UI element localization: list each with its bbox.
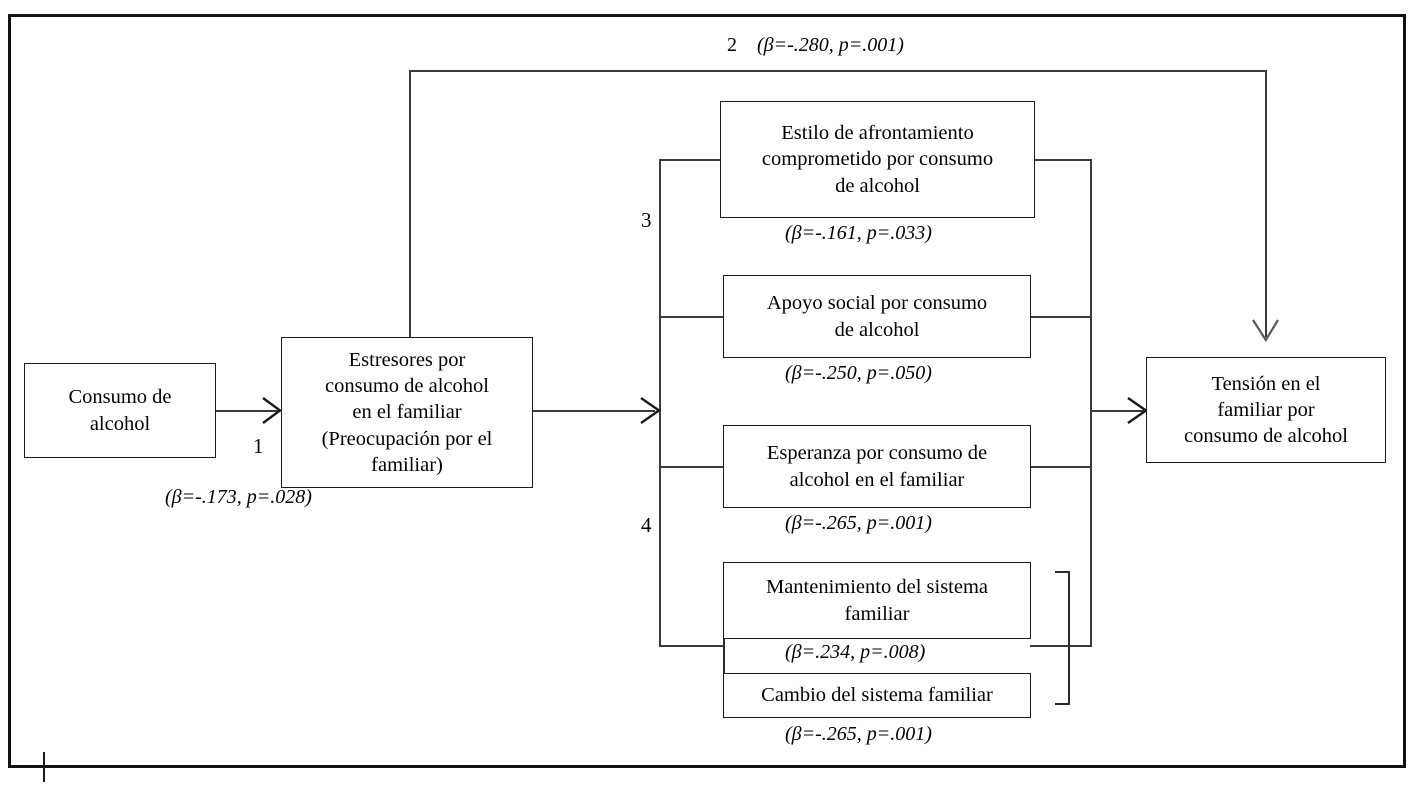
- node-estresores[interactable]: Estresores por consumo de alcohol en el …: [281, 337, 533, 488]
- node-esperanza[interactable]: Esperanza por consumo de alcohol en el f…: [723, 425, 1031, 508]
- mediators-to-tension: [1090, 410, 1145, 412]
- stat-cambio: (β=-.265, p=.001): [785, 723, 932, 745]
- right-stub-bottompair: [1030, 645, 1092, 647]
- node-mantenimiento-label: Mantenimiento del sistema familiar: [765, 576, 989, 625]
- path1-connector: [216, 410, 279, 412]
- node-tension-label: Tensión en el familiar por consumo de al…: [1184, 372, 1348, 448]
- spine-stub-apoyo: [659, 316, 723, 318]
- path2-label: 2 (β=-.280, p=.001): [727, 34, 904, 57]
- node-estresores-label: Estresores por consumo de alcohol en el …: [321, 348, 493, 476]
- path-number-1: 1: [253, 434, 264, 458]
- path2-number: 2: [727, 34, 737, 56]
- stat-consumo-estresores: (β=-.173, p=.028): [165, 486, 312, 508]
- node-estilo-label: Estilo de afrontamiento comprometido por…: [761, 122, 994, 197]
- node-esperanza-label: Esperanza por consumo de alcohol en el f…: [766, 442, 988, 491]
- spine-stub-estilo: [659, 159, 721, 161]
- right-stub-estilo: [1034, 159, 1092, 161]
- spine-stub-bottompair: [659, 645, 723, 647]
- stat-estilo: (β=-.161, p=.033): [785, 222, 932, 244]
- mediator-right-spine: [1090, 159, 1092, 646]
- node-cambio-label: Cambio del sistema familiar: [761, 684, 993, 707]
- path-number-3: 3: [641, 208, 652, 232]
- path2-stat: (β=-.280, p=.001): [757, 34, 904, 56]
- node-tension[interactable]: Tensión en el familiar por consumo de al…: [1146, 357, 1386, 463]
- spine-stub-esperanza: [659, 466, 723, 468]
- path2-top-run: [409, 70, 1267, 72]
- stat-esperanza: (β=-.265, p=.001): [785, 512, 932, 534]
- path2-riser: [409, 70, 411, 338]
- node-consumo-label: Consumo de alcohol: [68, 386, 172, 435]
- right-stub-apoyo: [1030, 316, 1092, 318]
- node-consumo-de-alcohol[interactable]: Consumo de alcohol: [24, 363, 216, 458]
- path2-drop: [1265, 70, 1267, 337]
- stat-mantenimiento: (β=.234, p=.008): [785, 641, 926, 663]
- bottom-border-tick: [43, 752, 45, 782]
- node-mantenimiento-sistema-familiar[interactable]: Mantenimiento del sistema familiar: [723, 562, 1031, 639]
- node-apoyo-label: Apoyo social por consumo de alcohol: [766, 292, 988, 341]
- node-estilo-afrontamiento[interactable]: Estilo de afrontamiento comprometido por…: [720, 101, 1035, 218]
- node-cambio-sistema-familiar[interactable]: Cambio del sistema familiar: [723, 673, 1031, 718]
- node-apoyo-social[interactable]: Apoyo social por consumo de alcohol: [723, 275, 1031, 358]
- estresores-to-spine: [533, 410, 655, 412]
- right-stub-esperanza: [1030, 466, 1092, 468]
- path-number-4: 4: [641, 513, 652, 537]
- stat-apoyo: (β=-.250, p=.050): [785, 362, 932, 384]
- mediator-left-spine: [659, 159, 661, 646]
